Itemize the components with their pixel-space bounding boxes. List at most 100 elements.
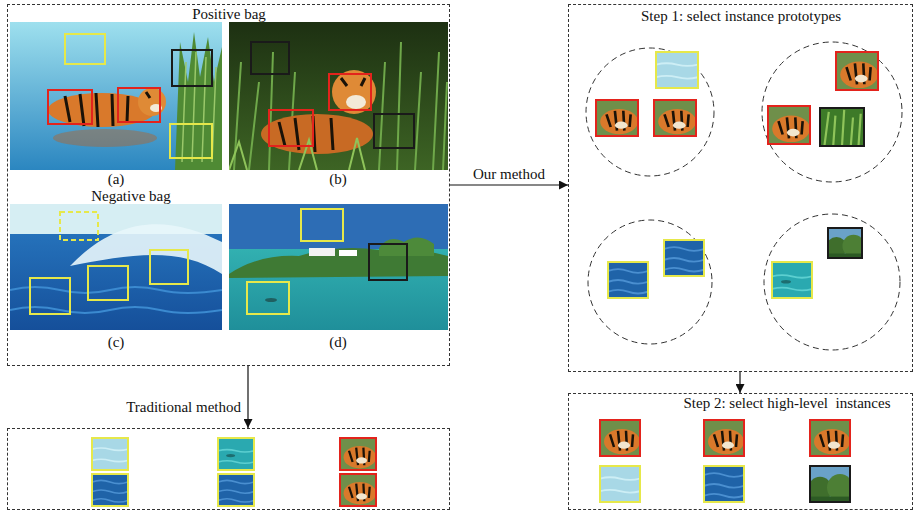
- illustration-rect: [374, 114, 414, 148]
- illustration-rect: [118, 88, 160, 122]
- arrow-label: Our method: [471, 166, 547, 182]
- illustration-rect: [172, 50, 212, 86]
- illustration-circle: [586, 48, 714, 176]
- illustration-use: [654, 100, 696, 136]
- illustration-rect: [48, 90, 92, 124]
- heading-text: Positive bag: [192, 6, 266, 22]
- illustration-use: [600, 420, 640, 456]
- illustration-use: [218, 474, 254, 506]
- heading-text: Step 2: select high-level instances: [683, 395, 890, 411]
- illustration-use: [810, 420, 850, 456]
- illustration-use: [704, 420, 744, 456]
- illustration-rect: [600, 420, 640, 456]
- photo-c: [10, 204, 222, 330]
- heading-text: Step 1: select instance prototypes: [641, 8, 841, 24]
- illustration-rect: [810, 466, 850, 502]
- step-box: Step 2: select high-level instances: [568, 393, 913, 510]
- illustration-rect: [340, 474, 376, 506]
- illustration-rect: [88, 266, 128, 300]
- illustration-rect: [828, 228, 862, 258]
- illustration-path: [182, 52, 216, 162]
- illustration-ellipse: [53, 129, 157, 147]
- illustration-rect: [30, 278, 70, 314]
- illustration-rect: [229, 204, 448, 330]
- flow-arrow: [247, 366, 248, 428]
- illustration-rect: [92, 438, 128, 470]
- illustration-rect: [309, 248, 335, 256]
- illustration-rect: [10, 204, 222, 330]
- illustration-rect: [60, 212, 98, 240]
- method-box: Traditional method: [7, 428, 450, 510]
- illustration-rect: [704, 420, 744, 456]
- illustration-rect: [596, 100, 638, 136]
- illustration-use: [608, 262, 648, 298]
- illustration-rect: [654, 100, 696, 136]
- illustration-use: [826, 228, 864, 258]
- illustration-circle: [138, 88, 166, 116]
- image-label: (c): [108, 334, 125, 350]
- heading-text: Negative bag: [91, 188, 171, 204]
- cluster-circles: [586, 42, 902, 350]
- illustration-use: [656, 52, 698, 88]
- illustration-ellipse: [261, 114, 373, 154]
- illustration-rect: [150, 250, 188, 284]
- illustration-use: [808, 466, 853, 502]
- illustration-rect: [664, 240, 704, 276]
- illustration-circle: [588, 220, 712, 344]
- flow-arrow: [450, 184, 568, 185]
- illustration-use: [340, 474, 376, 506]
- illustration-use: [772, 262, 812, 298]
- instance-patches: [92, 438, 376, 506]
- illustration-rect: [339, 250, 357, 256]
- high-level-patches: [600, 420, 853, 502]
- image-label: (a): [108, 171, 125, 187]
- illustration-rect: [251, 42, 289, 74]
- illustration-use: [218, 438, 254, 470]
- illustration-use: [340, 438, 376, 470]
- illustration-rect: [340, 438, 376, 470]
- image-label: (b): [329, 171, 347, 187]
- flow-arrow: [739, 372, 740, 393]
- illustration-rect: [768, 106, 810, 144]
- illustration-rect: [329, 74, 371, 110]
- illustration-use: [600, 466, 640, 502]
- heading-text: Traditional method: [126, 399, 241, 415]
- illustration-rect: [170, 124, 212, 158]
- illustration-circle: [764, 214, 900, 350]
- illustration-rect: [369, 244, 407, 280]
- illustration-path: [234, 42, 447, 170]
- illustration-path: [229, 138, 365, 170]
- illustration-ellipse: [265, 298, 277, 302]
- illustration-rect: [269, 110, 313, 146]
- illustration-rect: [92, 474, 128, 506]
- photo-b: [229, 22, 448, 170]
- illustration-use: [92, 438, 128, 470]
- illustration-rect: [301, 209, 343, 241]
- illustration-rect: [600, 466, 640, 502]
- illustration-rect: [10, 22, 222, 170]
- photo-d: [229, 204, 448, 330]
- photo-a: [10, 22, 222, 170]
- illustration-rect: [772, 262, 812, 298]
- illustration-rect: [836, 52, 878, 90]
- illustration-rect: [810, 420, 850, 456]
- bag-panel: Positive bagNegative bag: [7, 4, 450, 366]
- illustration-path: [279, 78, 365, 152]
- illustration-use: [820, 108, 864, 146]
- illustration-rect: [65, 34, 105, 64]
- illustration-rect: [656, 52, 698, 88]
- illustration-use: [664, 240, 704, 276]
- illustration-rect: [218, 474, 254, 506]
- illustration-use: [768, 106, 810, 144]
- prototype-patches: [596, 52, 878, 298]
- illustration-use: [704, 466, 744, 502]
- illustration-rect: [247, 282, 289, 314]
- illustration-use: [836, 52, 878, 90]
- illustration-rect: [820, 108, 864, 146]
- illustration-use: [92, 474, 128, 506]
- image-label: (d): [329, 334, 347, 350]
- illustration-ellipse: [346, 95, 366, 109]
